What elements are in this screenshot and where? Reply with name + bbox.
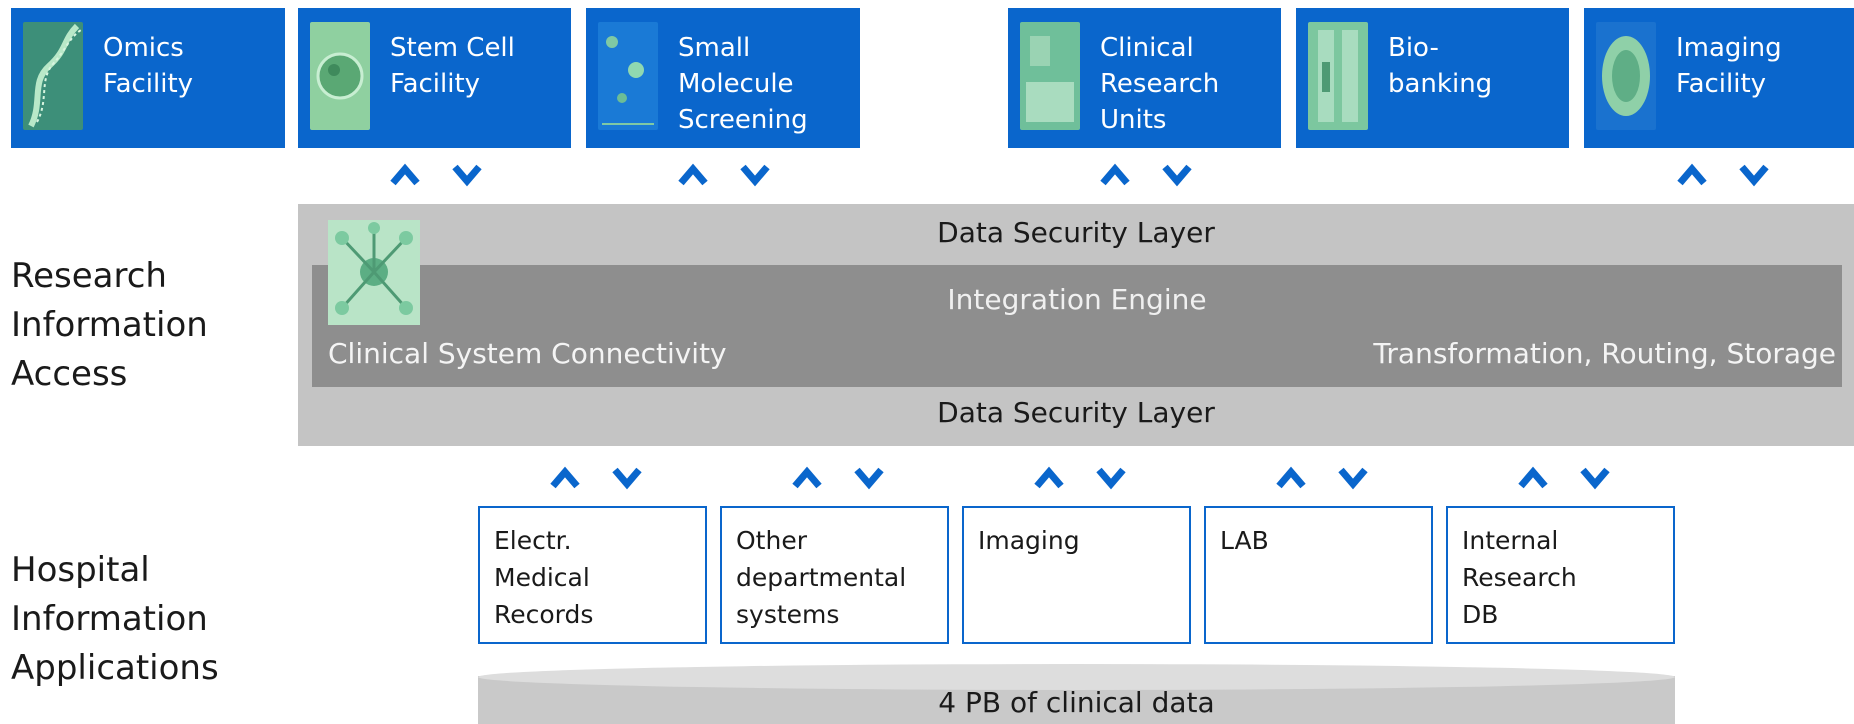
arrow-up-icon [792,466,822,489]
arrow-down-icon [854,467,884,490]
arrow-up-icon [1034,466,1064,489]
arrow-down-icon [1096,467,1126,490]
arrow-down-icon [1338,467,1368,490]
facility-label: Bio-banking [1388,33,1493,99]
integration-engine: Integration Engine Clinical System Conne… [312,265,1842,387]
integration-engine-title: Integration Engine [947,283,1207,316]
arrow-down-icon [1162,164,1192,187]
app-label: LAB [1220,526,1269,555]
arrow-down-icon [1739,164,1769,187]
data-flow-arrows [549,461,643,495]
app-label: Imaging [978,526,1080,555]
arrow-up-icon [390,163,420,186]
molecule-screening-icon [598,22,658,130]
arrow-down-icon [740,164,770,187]
data-flow-arrows [791,461,885,495]
clinical-data-storage: 4 PB of clinical data [478,664,1675,724]
arrow-up-icon [550,466,580,489]
transformation-label: Transformation, Routing, Storage [1373,337,1836,370]
data-flow-arrows [1517,461,1611,495]
brain-scan-icon [1596,22,1656,130]
arrow-up-icon [1276,466,1306,489]
app-lab: LAB [1204,506,1433,644]
storage-label: 4 PB of clinical data [938,686,1215,719]
data-flow-arrows [1275,461,1369,495]
data-flow-arrows [1099,158,1193,192]
data-flow-arrows [1033,461,1127,495]
data-flow-arrows [677,158,771,192]
data-flow-arrows [389,158,483,192]
arrow-down-icon [612,467,642,490]
arrow-up-icon [1518,466,1548,489]
arrow-up-icon [1100,163,1130,186]
data-flow-arrows [1676,158,1770,192]
clinical-connectivity-label: Clinical System Connectivity [328,337,727,370]
security-layer-bottom-label: Data Security Layer [937,396,1215,429]
app-imaging: Imaging [962,506,1191,644]
arrow-up-icon [1677,163,1707,186]
biobank-freezer-icon [1308,22,1368,130]
clinical-room-icon [1020,22,1080,130]
security-layer-top-label: Data Security Layer [937,216,1215,249]
dna-strand-icon [23,22,83,130]
storage-cylinder-top [478,664,1675,690]
facility-biobanking: Bio-banking [1296,8,1569,148]
stem-cell-icon [310,22,370,130]
arrow-down-icon [1580,467,1610,490]
arrow-down-icon [452,164,482,187]
arrow-up-icon [678,163,708,186]
network-integration-icon [328,220,420,325]
